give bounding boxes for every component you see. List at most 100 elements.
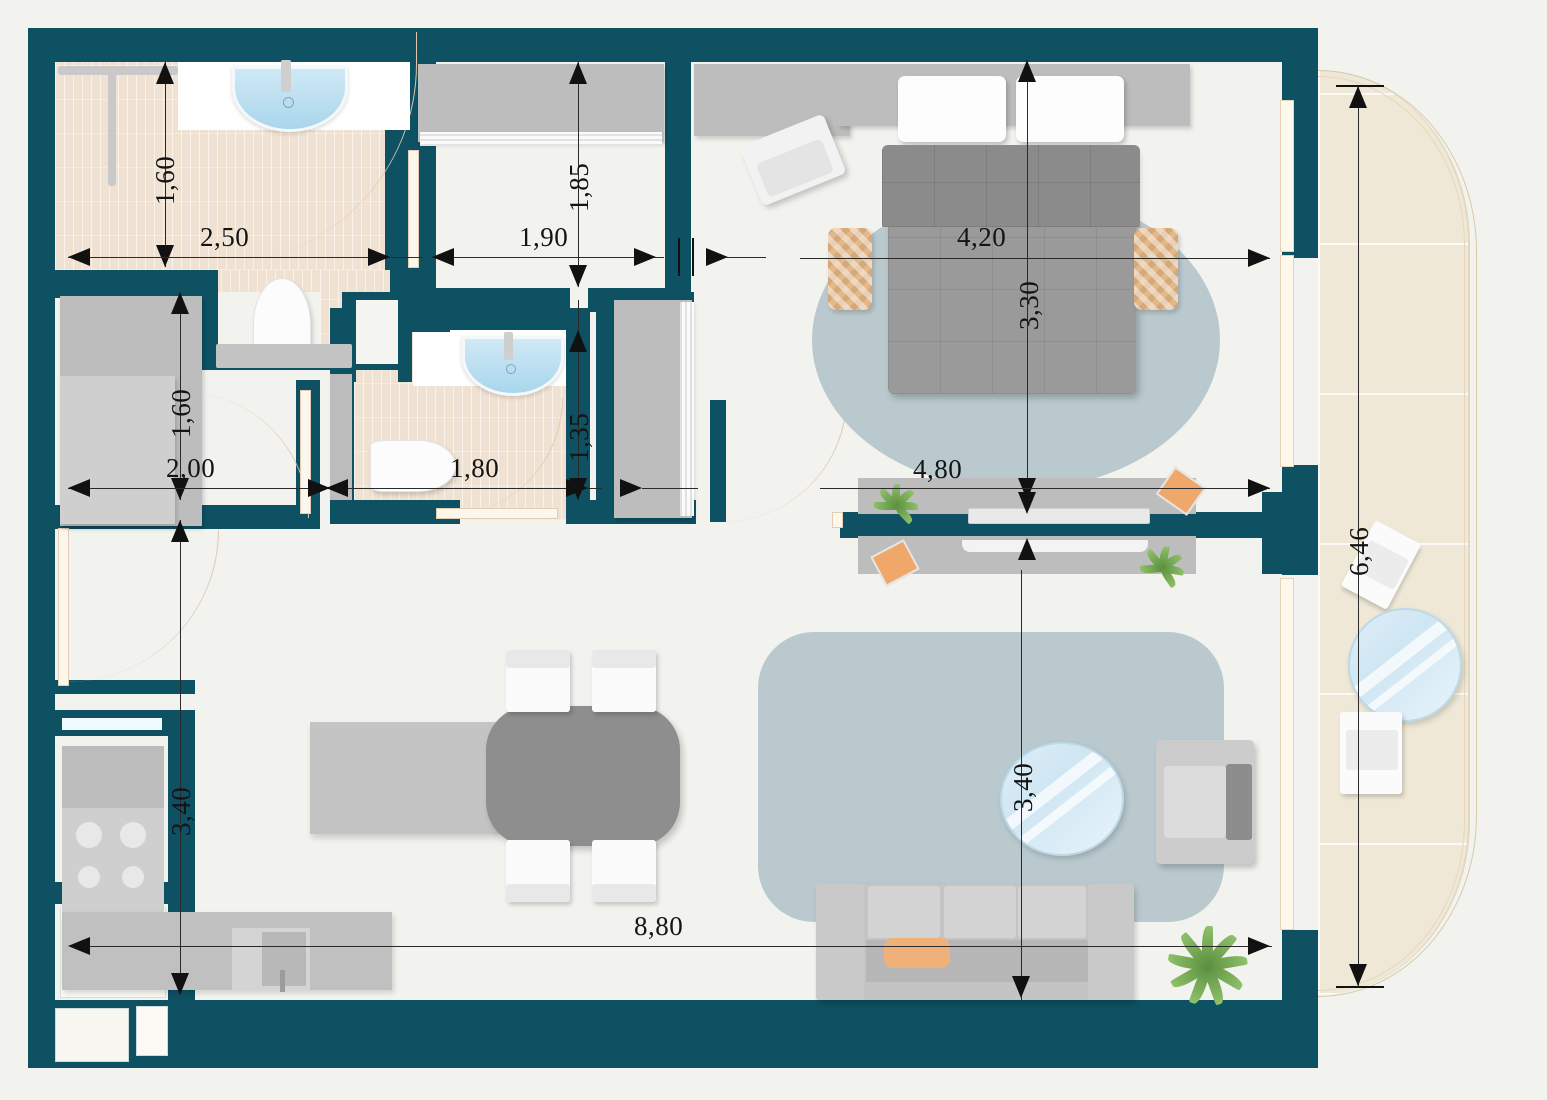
dim-bath1-depth-arrow-bot <box>156 245 174 267</box>
nightstand-left <box>828 228 872 310</box>
dim-kitchen-depth-label: 3,40 <box>166 786 196 836</box>
kitchen-upper-cabinet <box>62 746 164 808</box>
door-bathroom-2-leaf[interactable] <box>436 508 558 519</box>
door-bathroom-1-leaf[interactable] <box>408 150 419 268</box>
bed-duvet <box>882 145 1140 227</box>
dim-bath2-depth-label: 1,35 <box>564 412 594 462</box>
hob <box>62 808 164 912</box>
dim-bedroom-width-arrow-right <box>1248 249 1270 267</box>
dim-bath1-width-arrow-left <box>68 248 90 266</box>
dining-chair-3-back <box>506 884 570 902</box>
dim-bedroom-lower-arrow-d <box>1018 492 1036 514</box>
dim-store-width-arrow-right <box>308 479 330 497</box>
dim-bedroom-depth-label: 3,30 <box>1014 280 1044 330</box>
entry-panel-small <box>136 1006 168 1056</box>
kitchen-window-slot <box>62 718 162 730</box>
dim-bedroom-depth-arrow-top <box>1018 60 1036 82</box>
dim-hall-depth-line <box>578 62 579 287</box>
dim-store-depth-label: 1,60 <box>166 388 196 438</box>
dim-balcony-depth-label: 6,46 <box>1344 526 1374 576</box>
sideboard <box>310 722 500 834</box>
sofa-cushion-3 <box>1018 886 1086 938</box>
dim-bath2-depth-arrow-bot <box>569 478 587 500</box>
wall-hall-lower-stub <box>55 680 195 694</box>
door-bedroom-leaf[interactable] <box>832 512 843 528</box>
wall-exterior-right-lower <box>1282 930 1318 1068</box>
window-balcony-lower[interactable] <box>1280 578 1294 930</box>
headboard-unit <box>838 64 1190 126</box>
hob-burner-1 <box>76 822 102 848</box>
dim-bath2-depth-arrow-top <box>569 330 587 352</box>
dim-store-width-arrow-left <box>68 479 90 497</box>
living-rug <box>758 632 1224 922</box>
dim-store-depth-arrow-top <box>171 292 189 314</box>
window-balcony-upper[interactable] <box>1280 100 1294 252</box>
dim-store-width-line <box>68 488 330 489</box>
wall-exterior-bottom <box>28 1034 1318 1068</box>
dim-balcony-tick-top <box>1336 85 1384 87</box>
window-balcony-upper-2[interactable] <box>1280 255 1294 467</box>
dining-chair-4-back <box>592 884 656 902</box>
dim-hall-depth-arrow-top <box>569 62 587 84</box>
wall-kitchen-bottom-return <box>138 1000 1282 1034</box>
dim-bath2-width-line <box>340 488 602 489</box>
dim-bath2-depth-line <box>578 300 579 500</box>
dining-chair-1-back <box>506 650 570 668</box>
dim-gap-arrow <box>706 248 728 266</box>
wall-niche-left <box>342 292 356 382</box>
dim-overall-width-line <box>72 946 1272 947</box>
door-storage-leaf[interactable] <box>300 390 311 514</box>
dim-living-depth-line <box>1021 570 1022 1000</box>
dim-gap-line <box>726 257 766 258</box>
dim-bedroom-width-label: 4,20 <box>957 222 1007 252</box>
wall-bath2-top-right <box>430 308 590 330</box>
dim-bath2-extra-line <box>642 488 698 489</box>
dining-chair-2-back <box>592 650 656 668</box>
entry-panel-large <box>55 1008 129 1062</box>
console-plant-2 <box>872 466 918 525</box>
dim-store-width-label: 2,00 <box>166 453 216 483</box>
storage-unit-shelf <box>60 376 175 524</box>
wardrobe-hall <box>418 64 664 142</box>
sofa-arm-right <box>1088 884 1134 1000</box>
dining-table <box>486 706 680 846</box>
dim-bath1-width-label: 2,50 <box>200 222 250 252</box>
dim-bath1-width-arrow-right <box>368 248 390 266</box>
wall-exterior-right-mid <box>1282 465 1318 575</box>
tv-panel-shadow <box>962 540 1148 552</box>
dim-bath2-width-arrow-left <box>326 479 348 497</box>
wall-bath1-bottom-left <box>55 270 215 298</box>
dim-bath1-depth-label: 1,60 <box>150 155 180 205</box>
washbasin-1-tap <box>281 60 291 92</box>
armchair-living-back <box>1226 764 1252 840</box>
dim-bedroom-total-line <box>820 488 1270 489</box>
dim-overall-width-arrow-left <box>68 937 90 955</box>
dim-balcony-depth-line <box>1358 86 1359 986</box>
bidet-2 <box>370 440 456 492</box>
dim-gap-tick-2 <box>692 238 694 276</box>
nightstand-right <box>1134 228 1178 310</box>
dim-kitchen-depth-arrow-bot <box>171 973 189 995</box>
washbasin-2-drain <box>506 364 516 374</box>
wall-exterior-left <box>28 28 55 1068</box>
dim-bath1-depth-line <box>165 62 166 267</box>
dim-bedroom-total-arrow-right <box>1248 479 1270 497</box>
sofa-cushion-1 <box>868 886 940 938</box>
dim-kitchen-depth-line <box>180 520 181 995</box>
door-entry-leaf[interactable] <box>58 528 69 686</box>
niche-interior <box>352 300 402 364</box>
wall-living-divider-stub <box>1262 492 1284 574</box>
sofa-arm-left <box>816 884 864 1000</box>
dim-bath1-width-line <box>68 257 423 258</box>
console-plant-1 <box>1138 528 1185 589</box>
dim-bath1-depth-arrow-top <box>156 62 174 84</box>
kitchen-sink-tap <box>280 970 285 992</box>
dim-hall-width-line <box>432 257 664 258</box>
dim-overall-width-label: 8,80 <box>634 911 684 941</box>
sofa-throw-pillow <box>884 938 950 968</box>
bathroom-1-towel-hang <box>108 66 116 186</box>
balcony-table <box>1348 608 1462 722</box>
bathroom-1-towel-rail <box>58 66 178 75</box>
plant-living <box>1160 890 1252 1006</box>
